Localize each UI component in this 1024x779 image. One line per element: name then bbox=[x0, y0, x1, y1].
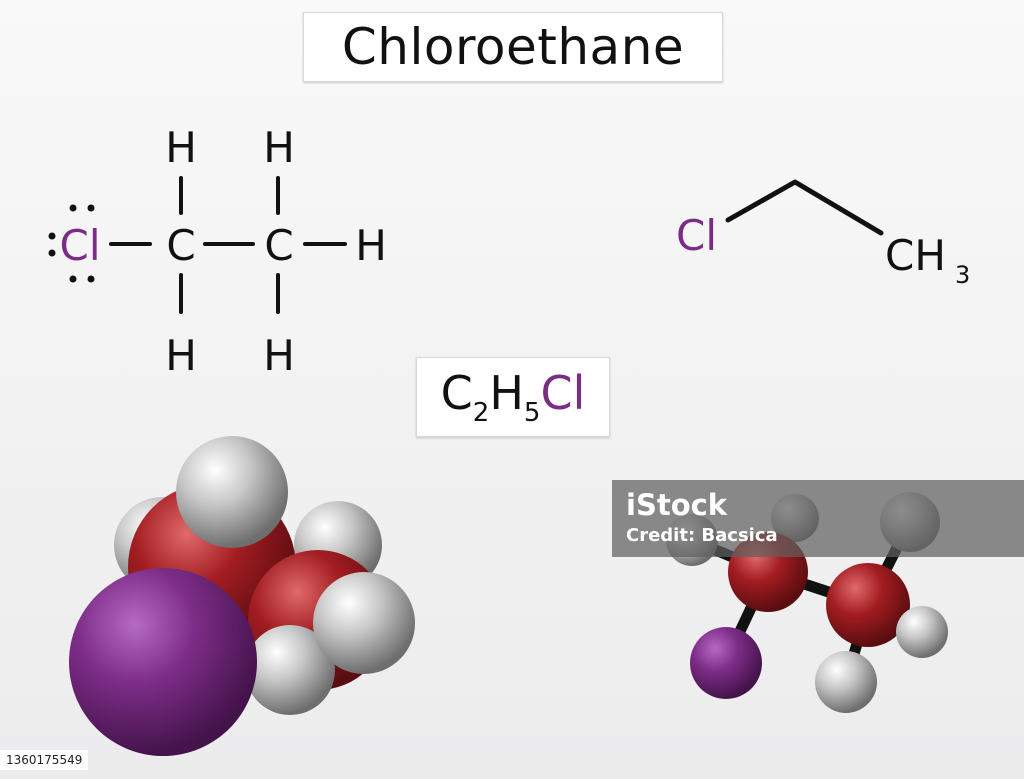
structural-formula: Cl C C H H H H H bbox=[48, 123, 387, 380]
formula-hydrogen: H bbox=[489, 366, 524, 420]
structural-bonds bbox=[109, 176, 347, 314]
watermark-logo: iStock bbox=[626, 488, 728, 522]
atom-c1: C bbox=[166, 221, 195, 270]
skeletal-bonds bbox=[725, 179, 884, 236]
atom-h-right: H bbox=[355, 221, 387, 270]
atom-h-bottom-2: H bbox=[263, 331, 295, 380]
lone-pair-dots-icon bbox=[48, 204, 95, 283]
formula-carbon-count: 2 bbox=[472, 398, 490, 428]
atom-h-top-1: H bbox=[165, 123, 197, 172]
bs-h-right bbox=[896, 606, 948, 658]
bs-c2 bbox=[826, 563, 910, 647]
skeletal-cl: Cl bbox=[676, 211, 717, 260]
watermark-credit: Credit: Bacsica bbox=[626, 525, 778, 546]
sf-h-top bbox=[176, 436, 288, 548]
page-title: Chloroethane bbox=[341, 18, 685, 76]
atom-h-bottom-1: H bbox=[165, 331, 197, 380]
formula-hydrogen-count: 5 bbox=[523, 398, 541, 428]
molecular-formula: C2H5Cl bbox=[441, 366, 586, 428]
watermark-banner bbox=[612, 480, 1024, 557]
atom-cl: Cl bbox=[60, 221, 101, 270]
skeletal-formula: Cl CH 3 bbox=[676, 179, 970, 289]
space-filling-model-icon bbox=[69, 436, 415, 756]
atom-c2: C bbox=[264, 221, 293, 270]
molecular-formula-card: C2H5Cl bbox=[416, 357, 610, 437]
bs-cl bbox=[690, 627, 762, 699]
formula-carbon: C bbox=[440, 366, 473, 420]
bs-h-bottom bbox=[815, 651, 877, 713]
atom-h-top-2: H bbox=[263, 123, 295, 172]
skeletal-ch-sub: 3 bbox=[955, 261, 970, 289]
sf-h-bottom bbox=[245, 625, 335, 715]
image-id-badge: 1360175549 bbox=[0, 750, 89, 770]
sf-h-right bbox=[313, 572, 415, 674]
sf-cl bbox=[69, 568, 257, 756]
formula-chlorine: Cl bbox=[540, 366, 586, 420]
skeletal-ch: CH bbox=[885, 231, 946, 280]
title-card: Chloroethane bbox=[303, 12, 723, 82]
